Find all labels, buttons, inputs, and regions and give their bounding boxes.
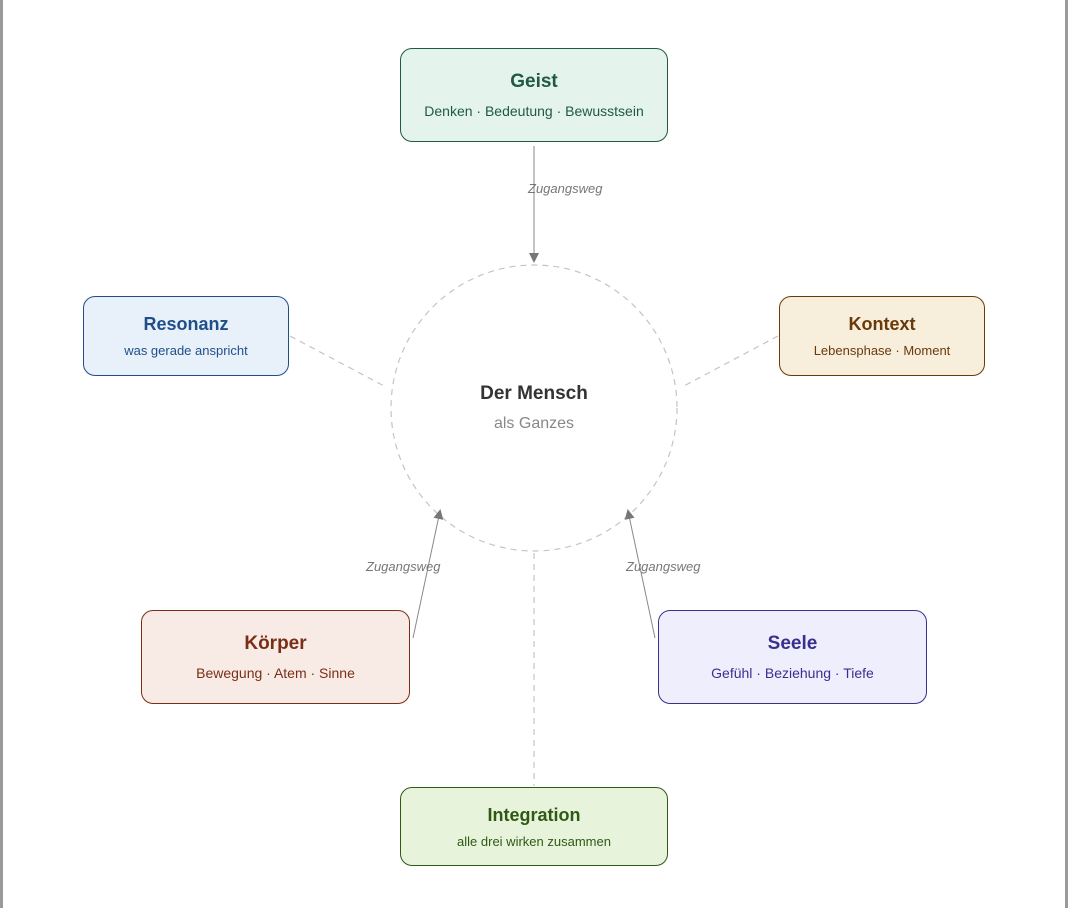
node-kontext-title: Kontext (848, 314, 916, 334)
node-integration-title: Integration (487, 804, 581, 825)
link-resonanz-center (289, 335, 387, 388)
edge-label-koerper: Zugangsweg (366, 559, 441, 574)
node-koerper: Körper Bewegung · Atem · Sinne (141, 610, 410, 704)
edge-label-seele: Zugangsweg (626, 559, 701, 574)
center-subtitle: als Ganzes (493, 415, 575, 432)
node-koerper-subtitle: Bewegung · Atem · Sinne (196, 665, 355, 681)
node-integration: Integration alle drei wirken zusammen (400, 787, 668, 866)
node-resonanz-title: Resonanz (143, 314, 229, 334)
node-kontext: Kontext Lebensphase · Moment (779, 296, 985, 376)
node-resonanz: Resonanz was gerade anspricht (83, 296, 289, 376)
node-geist-title: Geist (510, 71, 558, 92)
node-integration-subtitle: alle drei wirken zusammen (457, 833, 611, 849)
arrow-seele-to-center (624, 509, 656, 639)
center-title: Der Mensch (480, 383, 588, 404)
center-circle (390, 264, 678, 552)
arrow-koerper-to-center (412, 509, 444, 639)
node-geist: Geist Denken · Bedeutung · Bewusstsein (400, 48, 668, 142)
node-resonanz-subtitle: was gerade anspricht (124, 343, 248, 358)
node-kontext-subtitle: Lebensphase · Moment (813, 343, 951, 358)
window-frame-right (1065, 0, 1068, 908)
link-kontext-center (681, 335, 779, 388)
node-geist-subtitle: Denken · Bedeutung · Bewusstsein (424, 103, 644, 119)
node-seele-title: Seele (767, 633, 818, 654)
edge-label-geist: Zugangsweg (528, 181, 603, 196)
window-frame-left (0, 0, 3, 908)
node-koerper-title: Körper (244, 633, 307, 654)
center-node: Der Mensch als Ganzes (391, 265, 677, 551)
node-seele: Seele Gefühl · Beziehung · Tiefe (658, 610, 927, 704)
node-seele-subtitle: Gefühl · Beziehung · Tiefe (711, 665, 874, 681)
